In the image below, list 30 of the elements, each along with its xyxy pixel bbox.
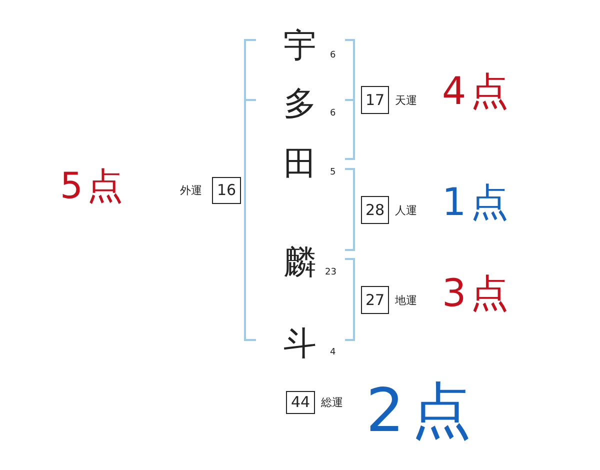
stroke-count: 6 [330, 52, 336, 60]
total-number: 17 [365, 92, 385, 108]
score-label: 2点 [366, 381, 479, 441]
name-character: 斗 [284, 326, 316, 360]
name-character: 宇 [284, 28, 316, 62]
total-number: 27 [365, 292, 385, 308]
stroke-count: 6 [330, 110, 336, 118]
total-box [212, 177, 241, 204]
fortune-name: 天運 [395, 95, 417, 106]
name-character: 多 [284, 86, 316, 120]
total-number: 16 [216, 183, 236, 198]
stroke-count: 5 [330, 168, 336, 178]
name-character: 田 [284, 146, 316, 180]
score-label: 4点 [442, 72, 514, 110]
total-box [361, 196, 389, 224]
total-box [286, 391, 315, 414]
fortune-name: 地運 [395, 295, 417, 306]
stroke-count: 4 [330, 348, 336, 358]
fortune-name: 人運 [395, 205, 417, 216]
total-box [361, 286, 389, 314]
fortune-name: 総運 [321, 397, 343, 408]
total-box [361, 86, 389, 114]
total-number: 44 [290, 395, 310, 410]
score-label: 5点 [60, 169, 128, 205]
score-label: 3点 [442, 274, 514, 312]
name-character: 麟 [284, 246, 316, 278]
fortune-name: 外運 [180, 185, 202, 196]
score-label: 1点 [442, 183, 514, 221]
stroke-count: 23 [325, 268, 336, 278]
total-number: 28 [365, 202, 385, 218]
